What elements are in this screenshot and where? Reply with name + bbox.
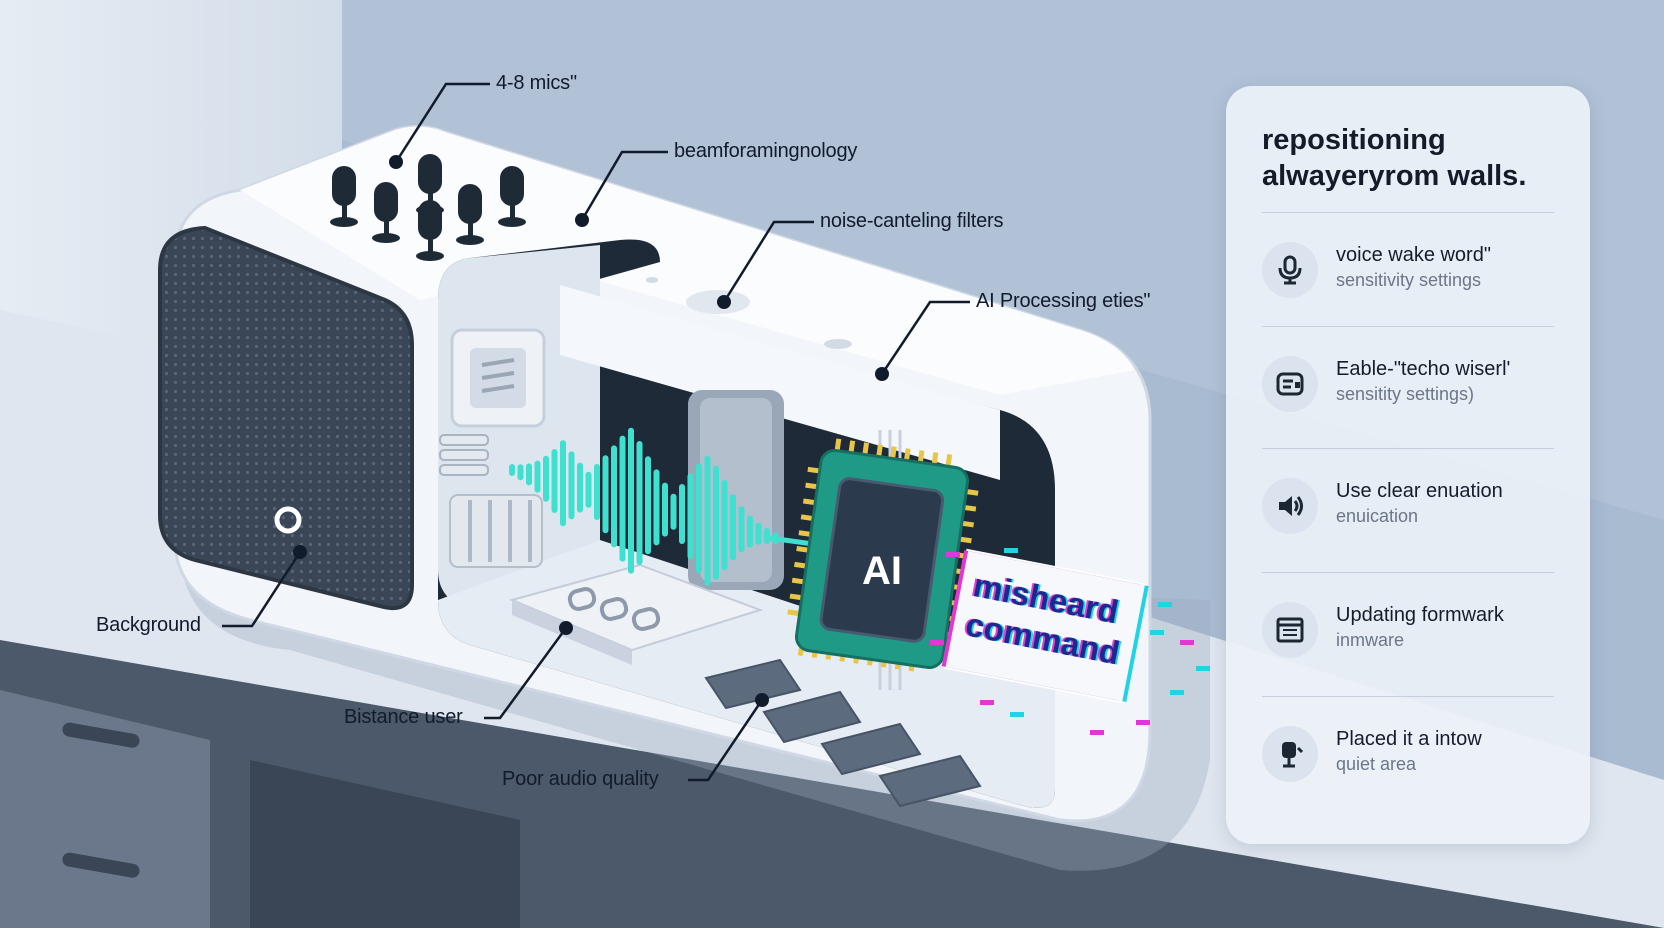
callout-ai-processing: AI Processing eties" xyxy=(976,290,1151,312)
tips-panel: repositioning alwayeryrom walls. voice w… xyxy=(1226,86,1590,844)
tip-item-firmware: Updating formwark inmware xyxy=(1262,600,1572,670)
vent-hole-small xyxy=(646,277,658,283)
callout-noise-filters: noise-canteling filters xyxy=(820,210,1004,232)
quiet-placement-icon xyxy=(1262,726,1318,782)
glitch-particle xyxy=(980,700,994,705)
leader-background xyxy=(222,551,302,628)
filter-module xyxy=(450,328,546,428)
tip-subtitle: sensitivity settings xyxy=(1336,270,1482,290)
glitch-particle xyxy=(1004,548,1018,553)
desk-drawer xyxy=(0,690,210,928)
dot-mics xyxy=(389,155,403,169)
leader-beamforming xyxy=(580,150,668,221)
leader-ai-processing xyxy=(880,300,970,375)
dot-distance xyxy=(559,621,573,635)
glitch-particle xyxy=(946,552,960,557)
tip-item-quiet-area: Placed it a intow quiet area xyxy=(1262,724,1572,794)
tip-title: voice wake word" xyxy=(1336,244,1491,266)
callout-background: Background xyxy=(96,614,201,636)
panel-divider xyxy=(1262,326,1554,327)
panel-divider xyxy=(1262,572,1554,573)
callout-mics: 4-8 mics" xyxy=(496,72,577,94)
glitch-particle xyxy=(1090,730,1104,735)
tip-title: Placed it a intow xyxy=(1336,728,1482,750)
callout-distance-user: Bistance user xyxy=(344,706,463,728)
tip-item-wake-word: voice wake word" sensitivity settings xyxy=(1262,240,1572,310)
dot-background xyxy=(293,545,307,559)
dot-noise xyxy=(717,295,731,309)
tip-title: Updating formwark xyxy=(1336,604,1504,626)
tip-subtitle: quiet area xyxy=(1336,754,1417,774)
leader-distance xyxy=(484,627,568,720)
leader-mics xyxy=(394,82,490,163)
base-plate xyxy=(508,563,764,665)
leader-poor-audio xyxy=(688,699,764,782)
mic-6 xyxy=(498,166,526,227)
glitch-particle xyxy=(1150,630,1164,635)
tip-title: Use clear enuation xyxy=(1336,480,1503,502)
vent-hole xyxy=(824,339,852,349)
tip-subtitle: inmware xyxy=(1336,630,1405,650)
connector-stack xyxy=(439,434,489,476)
panel-divider xyxy=(1262,448,1554,449)
ai-chip-label: AI xyxy=(862,549,902,593)
speaker-volume-icon xyxy=(1262,478,1318,534)
dot-beamforming xyxy=(575,213,589,227)
panel-title-line-1: repositioning xyxy=(1262,124,1446,156)
mic-2 xyxy=(372,182,400,243)
tip-subtitle: sensitity settings) xyxy=(1336,384,1475,404)
callout-dots xyxy=(293,155,889,707)
mic-4 xyxy=(416,200,444,261)
tip-item-echo: Eable-"techo wiserl' sensitity settings) xyxy=(1262,354,1572,424)
dot-ai-processing xyxy=(875,367,889,381)
status-led xyxy=(274,506,302,534)
glitch-particle xyxy=(1158,602,1172,607)
glitch-particle xyxy=(1180,640,1194,645)
audio-waveform xyxy=(509,427,779,586)
memory-modules xyxy=(704,658,982,808)
firmware-update-icon xyxy=(1262,602,1318,658)
tip-title: Eable-"techo wiserl' xyxy=(1336,358,1511,380)
microphone-array xyxy=(330,154,526,261)
heat-sink-module xyxy=(449,494,543,568)
tip-item-enunciation: Use clear enuation enuication xyxy=(1262,476,1572,546)
mic-5 xyxy=(456,184,484,245)
glitch-particle xyxy=(1010,712,1024,717)
microphone-settings-icon xyxy=(1262,242,1318,298)
processing-board xyxy=(688,390,784,590)
mic-1 xyxy=(330,166,358,227)
callout-poor-audio: Poor audio quality xyxy=(502,768,659,790)
panel-title: repositioning alwayeryrom walls. xyxy=(1262,122,1572,194)
dot-poor-audio xyxy=(755,693,769,707)
desk-drawer-lower xyxy=(250,760,520,928)
drawer-handle xyxy=(62,722,140,748)
ai-chip xyxy=(787,438,979,672)
callout-beamforming: beamforamingnology xyxy=(674,140,858,162)
drawer-handle-lower xyxy=(62,852,140,878)
speaker-grille xyxy=(158,225,414,611)
tip-subtitle: enuication xyxy=(1336,506,1419,526)
callout-leaders xyxy=(222,82,970,782)
panel-title-line-2: alwayeryrom walls. xyxy=(1262,160,1527,192)
glitch-particle xyxy=(1136,720,1150,725)
echo-card-icon xyxy=(1262,356,1318,412)
panel-divider xyxy=(1262,696,1554,697)
leader-noise xyxy=(722,220,814,303)
panel-divider xyxy=(1262,212,1554,213)
glitch-particle xyxy=(1196,666,1210,671)
glitch-particle xyxy=(1170,690,1184,695)
glitch-particle xyxy=(930,640,944,645)
